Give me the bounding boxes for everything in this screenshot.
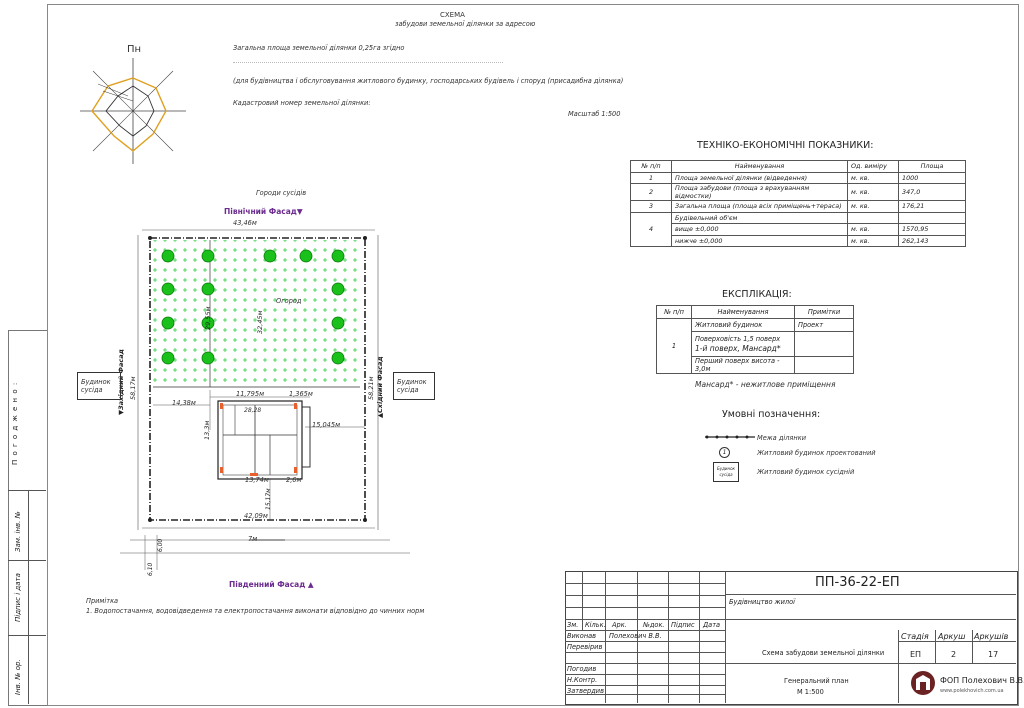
tep-title: ТЕХНІКО-ЕКОНОМІЧНІ ПОКАЗНИКИ:	[697, 140, 874, 151]
agreed-label: П о г о д ж е н о :	[11, 381, 19, 465]
table-row: нижче ±0,000 м. кв. 262,143	[631, 234, 966, 247]
header-title: СХЕМА	[440, 11, 465, 19]
stamp-role: Н.Контр.	[567, 676, 598, 684]
boundary-legend-icon	[705, 435, 755, 439]
stage-value: ЕП	[910, 650, 922, 659]
dim-d3: 14,38м	[172, 399, 196, 407]
legend-item-boundary: Межа ділянки	[757, 434, 806, 442]
dim-d12: 6,10	[147, 562, 154, 576]
company-logo-icon	[911, 671, 935, 695]
tep-header-area: Площа	[898, 160, 966, 173]
dim-d11: 7м	[248, 535, 258, 543]
scale-label: Масштаб 1:500	[568, 110, 621, 118]
company-name: ФОП Полехович В.В.	[940, 676, 1024, 685]
stamp-person: Полехович В.В.	[609, 632, 662, 640]
note-title: Примітка	[86, 597, 119, 605]
tep-table: № п/п Найменування Од. виміру Площа 1 Пл…	[630, 160, 966, 247]
title-block	[565, 571, 1018, 705]
sheets-value: 17	[988, 650, 999, 659]
plan-scale: М 1:500	[797, 688, 824, 696]
dim-d9: 2,6м	[286, 476, 302, 484]
dim-d5: 1,365м	[289, 390, 313, 398]
stamp-role: Погодив	[567, 665, 597, 673]
neighbor-right-label: Будинок сусіда	[397, 378, 427, 394]
header-subtitle: забудови земельної ділянки за адресою	[395, 20, 536, 28]
wind-rose-icon	[80, 58, 186, 164]
dim-bottom: 42,09м	[244, 512, 268, 520]
dim-top: 43,46м	[233, 219, 257, 227]
dim-right: 58,21м	[367, 376, 375, 400]
dim-d10: 15,17м	[265, 488, 272, 510]
exp-footnote: Мансард* - нежитлове приміщення	[695, 380, 836, 389]
header-line2: (для будівництва і обслуговування житлов…	[233, 77, 624, 85]
north-label: Пн	[127, 44, 142, 55]
exp-table: № п/п Найменування Примітки 1 Житловий б…	[656, 305, 854, 374]
dim-d14: 28,28	[244, 407, 262, 414]
north-facade-label: Північний Фасад▼	[224, 207, 303, 216]
east-facade-label: ▲Східний Фасад	[376, 356, 384, 418]
tep-header-num: № п/п	[630, 160, 672, 173]
neighbor-house-icon: Будинок сусіда	[713, 462, 739, 482]
sheet-title: Схема забудови земельної ділянки	[762, 649, 885, 657]
dim-d6: 15,045м	[312, 421, 341, 429]
garden-label: Огород	[276, 297, 302, 305]
header-line1: Загальна площа земельної ділянки 0,25га …	[233, 44, 405, 52]
tep-header-unit: Од. виміру	[847, 160, 899, 173]
dim-left: 58,17м	[129, 376, 137, 400]
drawing-frame	[47, 4, 1019, 706]
replaced-inv-label: Зам. інв. №	[14, 511, 22, 552]
neighbors-gardens-label: Городи сусідів	[256, 189, 307, 197]
dim-d4: 11,795м	[236, 390, 265, 398]
table-row: 1 Житловий будинок Проект	[656, 318, 854, 374]
header-line3: Кадастровий номер земельної ділянки:	[233, 99, 371, 107]
site-plan	[120, 229, 410, 570]
stage-header: Стадія	[901, 632, 929, 641]
sheets-header: Аркушів	[974, 632, 1009, 641]
table-row: вище ±0,000 м. кв. 1570,95	[631, 223, 966, 236]
exp-title: ЕКСПЛІКАЦІЯ:	[722, 289, 792, 300]
sign-date-label: Підпис і дата	[14, 573, 22, 622]
dim-d2: 32,45м	[256, 310, 264, 334]
south-facade-label: Південний Фасад ▲	[229, 580, 314, 589]
neighbor-house-left	[77, 372, 121, 400]
inv-original-label: Інв. № ор.	[14, 659, 22, 695]
plan-title: Генеральний план	[784, 677, 849, 685]
neighbor-house-right	[393, 372, 435, 400]
note-text: 1. Водопостачання, водовідведення та еле…	[86, 607, 425, 615]
left-side-strip	[8, 330, 47, 706]
table-row: Перший поверх висота - 3,0м	[657, 356, 854, 374]
house-circle-icon: 1	[719, 447, 730, 458]
table-row: 2 Площа забудови (площа з врахуванням ві…	[630, 183, 966, 201]
stamp-role: Перевірив	[567, 643, 603, 651]
dim-d13: 6,00	[157, 538, 164, 552]
dim-d1: 29,55м	[204, 306, 212, 330]
legend-title: Умовні позначення:	[722, 409, 821, 420]
stamp-role: Виконав	[567, 632, 597, 640]
sheet-value: 2	[951, 650, 957, 659]
sheet-header: Аркуш	[938, 632, 966, 641]
project-code: ПП-36-22-ЕП	[815, 575, 900, 590]
company-site: www.polekhovich.com.ua	[940, 688, 1004, 694]
dim-d8: 13,74м	[245, 476, 269, 484]
neighbor-left-label: Будинок сусіда	[81, 378, 111, 394]
dim-d7: 13,3м	[203, 420, 211, 440]
table-row: 1 Площа земельної ділянки (відведення) м…	[630, 171, 966, 184]
tep-header-name: Найменування	[671, 160, 848, 173]
legend-item-neighbor: Житловий будинок сусідній	[757, 468, 855, 476]
legend-item-projected: Житловий будинок проектований	[757, 449, 876, 457]
table-row: 3 Загальна площа (площа всіх приміщень+т…	[630, 200, 966, 213]
stamp-role: Затвердив	[567, 687, 604, 695]
table-row: 4 Будівельний об'єм	[630, 211, 966, 247]
project-name: Будівництво жилої	[729, 598, 795, 606]
